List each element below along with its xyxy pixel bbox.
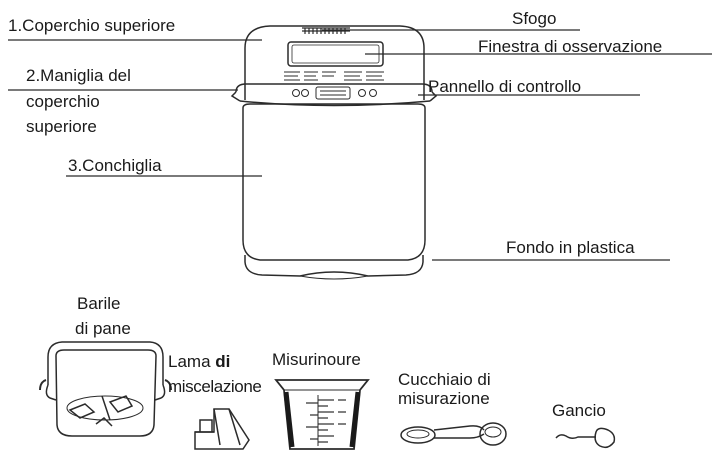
label-shell: 3.Conchiglia [68,156,162,175]
control-panel-icon [284,71,384,100]
hook-drawing [555,427,616,449]
label-hook: Gancio [552,401,606,420]
mixing-blade-drawing [194,408,250,450]
bread-maker-drawing [230,25,438,280]
leader-lines [8,29,712,261]
label-top-lid: 1.Coperchio superiore [8,16,176,35]
label-measuring-spoon-line1: Cucchiaio di [398,370,491,389]
vent-icon [302,27,350,34]
measuring-cup-drawing [274,379,370,450]
label-handle-line3: superiore [26,117,97,136]
label-measuring-cup: Misurinoure [272,350,361,369]
label-observation-window: Finestra di osservazione [478,37,663,56]
measuring-spoon-drawing [400,422,507,446]
label-vent: Sfogo [512,9,557,28]
label-mixing-blade-line1: Lama di [168,351,230,372]
label-measuring-spoon-line2: misurazione [398,389,490,408]
label-mixing-blade-word2: di [215,352,231,371]
label-plastic-base: Fondo in plastica [506,238,635,257]
label-bread-pan-line1: Barile [77,294,121,313]
label-handle-line1: 2.Maniglia del [26,66,131,85]
label-mixing-blade-line2: miscelazione [168,377,262,396]
label-mixing-blade-word1: Lama [168,352,211,371]
label-control-panel: Pannello di controllo [428,77,582,96]
label-bread-pan-line2: di pane [75,319,131,338]
bread-pan-drawing [39,341,172,437]
label-handle-line2: coperchio [26,92,100,111]
